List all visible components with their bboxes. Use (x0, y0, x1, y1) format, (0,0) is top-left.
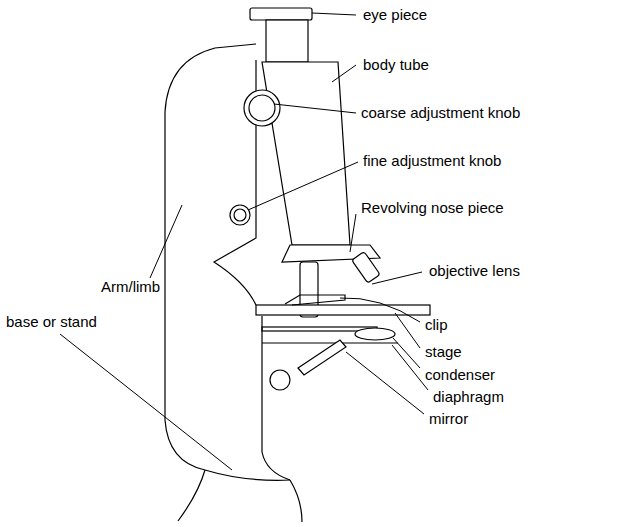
part-label: mirror (428, 410, 469, 427)
fine-knob-inner (234, 209, 246, 221)
part-label: Arm/limb (100, 278, 161, 295)
part-label: objective lens (428, 262, 521, 279)
coarse-knob-inner (249, 95, 275, 121)
part-label: clip (424, 316, 449, 333)
objective (352, 252, 380, 284)
arm-outline (165, 44, 256, 470)
eyepiece-tube (266, 20, 308, 62)
knob (270, 370, 290, 390)
mirror (298, 340, 346, 375)
base-front (205, 470, 290, 480)
stage-plate (256, 305, 430, 315)
part-label: condenser (424, 366, 496, 383)
part-label: Revolving nose piece (360, 199, 505, 216)
part-label: stage (424, 343, 463, 360)
part-label: diaphragm (432, 388, 505, 405)
part-label: body tube (362, 56, 430, 73)
fine-knob (230, 205, 250, 225)
diaphragm (262, 342, 398, 343)
part-label: coarse adjustment knob (360, 104, 521, 121)
coarse-knob (244, 90, 280, 126)
part-label: eye piece (362, 6, 428, 23)
condenser (355, 328, 395, 340)
part-label: base or stand (5, 313, 98, 330)
part-label: fine adjustment knob (362, 152, 502, 169)
arm-lower (262, 316, 290, 480)
body-tube (262, 62, 350, 245)
eyepiece-cap (250, 8, 312, 20)
stage-clip (285, 295, 345, 305)
base-outline (178, 470, 205, 521)
base-outline (290, 480, 302, 522)
leader-lines (60, 13, 428, 470)
